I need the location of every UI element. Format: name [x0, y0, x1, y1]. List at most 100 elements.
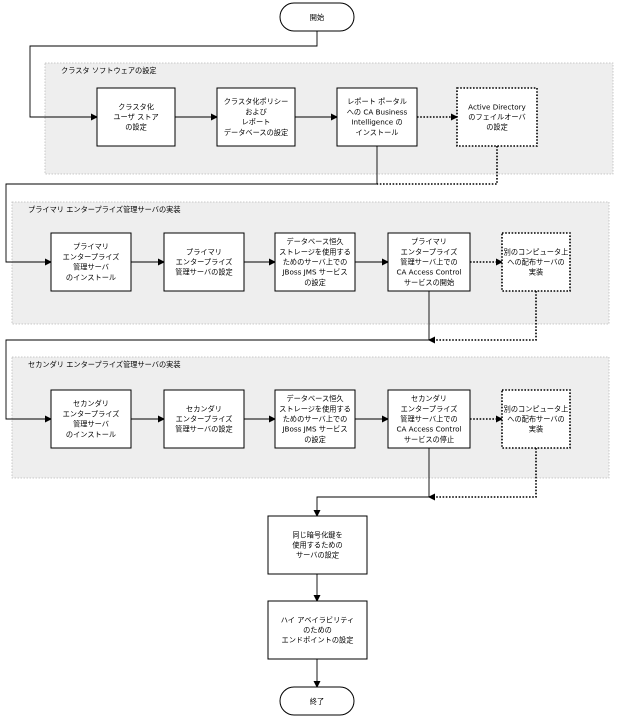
step-label-line: エンタープライズ [401, 404, 458, 413]
step-box [501, 389, 571, 449]
step-label-line: 管理サーバ上での [400, 258, 457, 267]
end-terminal-shape [279, 686, 355, 716]
step-label-line: セカンダリ [186, 404, 222, 413]
step-label-line: 同じ暗号化鍵を [292, 530, 342, 539]
start-terminal-label: 開始 [310, 13, 324, 22]
step-label-line: データベース恒久 [286, 394, 343, 403]
step-label-line: エンタープライズ [63, 409, 120, 418]
step-label-line: ストレージを使用する [279, 404, 351, 413]
step-label-line: セカンダリ [411, 394, 447, 403]
step-label-line: JBoss JMS サービス [281, 425, 347, 434]
step-label-line: 別のコンピュータ上 [504, 404, 569, 413]
step-label-line: ハイ アベイラビリティ [281, 615, 354, 624]
step-box [163, 389, 245, 449]
step-label-line: の設定 [304, 278, 326, 287]
section-title-cluster: クラスタ ソフトウェアの設定 [61, 66, 157, 75]
section-title-secondary: セカンダリ エンタープライズ管理サーバの実装 [28, 360, 181, 369]
step-box [50, 232, 132, 292]
step-label-line: クラスタ化 [118, 102, 154, 111]
step-box [96, 87, 176, 147]
step-label-line: サーバの設定 [296, 551, 339, 560]
step-label-line: への配布サーバの [507, 415, 564, 424]
step-box [274, 389, 356, 449]
step-label-line: プライマリ [411, 237, 447, 246]
step-label-line: 管理サーバの設定 [175, 425, 232, 434]
step-label-line: エンタープライズ [63, 252, 120, 261]
step-box [163, 232, 245, 292]
step-label-line: エンタープライズ [176, 415, 233, 424]
step-box [456, 87, 538, 147]
step-label-line: エンタープライズ [176, 258, 233, 267]
connector-arrow [428, 291, 537, 344]
step-label-line: 別のコンピュータ上 [504, 247, 569, 256]
step-box [387, 232, 471, 292]
step-box [216, 87, 296, 147]
connector-arrow [5, 183, 377, 266]
step-label-line: の設定 [486, 123, 508, 132]
step-label-line: エンタープライズ [401, 247, 458, 256]
step-label-line: への配布サーバの [507, 258, 564, 267]
step-label-line: および [245, 107, 267, 116]
step-label-line: ためのサーバ上での [283, 258, 348, 267]
step-box [336, 87, 418, 147]
step-label-line: の設定 [125, 123, 147, 132]
connector-arrow [5, 339, 429, 423]
step-box [267, 515, 368, 575]
step-label-line: プライマリ [186, 247, 222, 256]
start-terminal-shape [279, 2, 355, 32]
step-label-line: Intelligence の [351, 118, 402, 127]
step-box [274, 232, 356, 292]
step-label-line: データベース恒久 [286, 237, 343, 246]
connector-arrow [428, 448, 537, 501]
step-label-line: レポート ポータル [347, 97, 407, 106]
step-label-line: 管理サーバ [73, 420, 109, 429]
step-box [50, 389, 132, 449]
connector-arrow [29, 31, 318, 121]
section-title-primary: プライマリ エンタープライズ管理サーバの実装 [28, 205, 181, 214]
step-label-line: 管理サーバの設定 [175, 268, 232, 277]
step-label-line: 管理サーバ [73, 263, 109, 272]
step-label-line: JBoss JMS サービス [281, 268, 347, 277]
step-label-line: のインストール [66, 273, 116, 282]
step-label-line: ユーザ ストア [113, 113, 158, 122]
step-label-line: プライマリ [73, 242, 109, 251]
step-box [267, 600, 368, 660]
step-label-line: クラスタ化ポリシー [224, 97, 289, 106]
step-box [387, 389, 471, 449]
step-label-line: インストール [356, 128, 399, 137]
step-label-line: エンドポイントの設定 [282, 636, 354, 645]
connector-arrow [313, 496, 429, 517]
step-label-line: サービスの開始 [404, 278, 454, 287]
step-label-line: サービスの停止 [404, 435, 454, 444]
step-label-line: への CA Business [347, 107, 408, 116]
step-label-line: 実装 [529, 425, 543, 434]
step-label-line: セカンダリ [73, 399, 109, 408]
end-terminal: 終了 [279, 686, 355, 716]
step-label-line: CA Access Control [396, 268, 461, 277]
step-label-line: の設定 [304, 435, 326, 444]
step-label-line: ストレージを使用する [279, 247, 351, 256]
start-terminal: 開始 [279, 2, 355, 32]
step-label-line: のインストール [66, 430, 116, 439]
step-label-line: 実装 [529, 268, 543, 277]
end-terminal-label: 終了 [310, 697, 324, 706]
step-label-line: データベースの設定 [224, 128, 288, 137]
step-label-line: ためのサーバ上での [283, 415, 348, 424]
step-label-line: 管理サーバ上での [400, 415, 457, 424]
step-label-line: のフェイルオーバ [468, 113, 525, 122]
